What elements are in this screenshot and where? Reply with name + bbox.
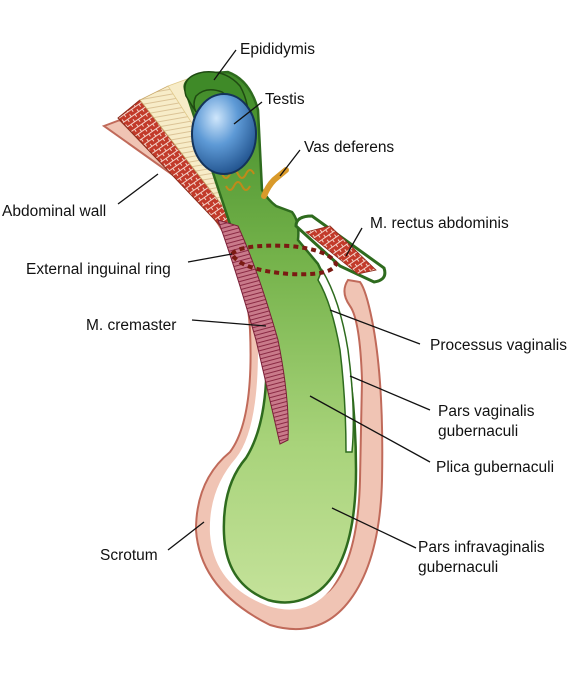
leader-abdominal-wall: [117, 173, 159, 205]
testis: [191, 93, 257, 175]
leader-plica: [309, 395, 431, 463]
leader-cremaster: [191, 319, 267, 327]
label-abdominal-wall: Abdominal wall: [2, 203, 106, 220]
label-testis: Testis: [265, 91, 305, 108]
leader-external-ring: [187, 253, 233, 263]
label-pars-vaginalis-line2: gubernaculi: [438, 423, 518, 440]
label-pars-infravaginalis-line1: Pars infravaginalis: [418, 539, 545, 556]
rectus-abdominis-muscle: [305, 225, 377, 275]
leader-epididymis: [213, 49, 237, 81]
label-processus-vaginalis: Processus vaginalis: [430, 337, 567, 354]
label-cremaster: M. cremaster: [86, 317, 176, 334]
leader-pars-infravaginalis: [331, 507, 417, 549]
external-inguinal-ring: [229, 243, 339, 277]
label-epididymis: Epididymis: [240, 41, 315, 58]
leader-testis: [233, 101, 263, 125]
leader-rectus-abdominis: [345, 227, 363, 257]
processus-vaginalis: [317, 268, 355, 453]
label-rectus-abdominis: M. rectus abdominis: [370, 215, 509, 232]
label-pars-vaginalis-line1: Pars vaginalis: [438, 403, 535, 420]
label-vas-deferens: Vas deferens: [304, 139, 394, 156]
leader-pars-vaginalis: [349, 375, 431, 411]
vas-deferens: [261, 167, 289, 199]
leader-processus-vaginalis: [329, 309, 421, 345]
epididymis-coils: [221, 169, 255, 191]
leader-vas-deferens: [279, 149, 301, 177]
cremaster-muscle: [217, 219, 289, 445]
label-pars-infravaginalis-line2: gubernaculi: [418, 559, 498, 576]
label-plica-gubernaculi: Plica gubernaculi: [436, 459, 554, 476]
leader-scrotum: [167, 521, 205, 551]
label-scrotum: Scrotum: [100, 547, 158, 564]
label-external-inguinal-ring: External inguinal ring: [26, 261, 171, 278]
